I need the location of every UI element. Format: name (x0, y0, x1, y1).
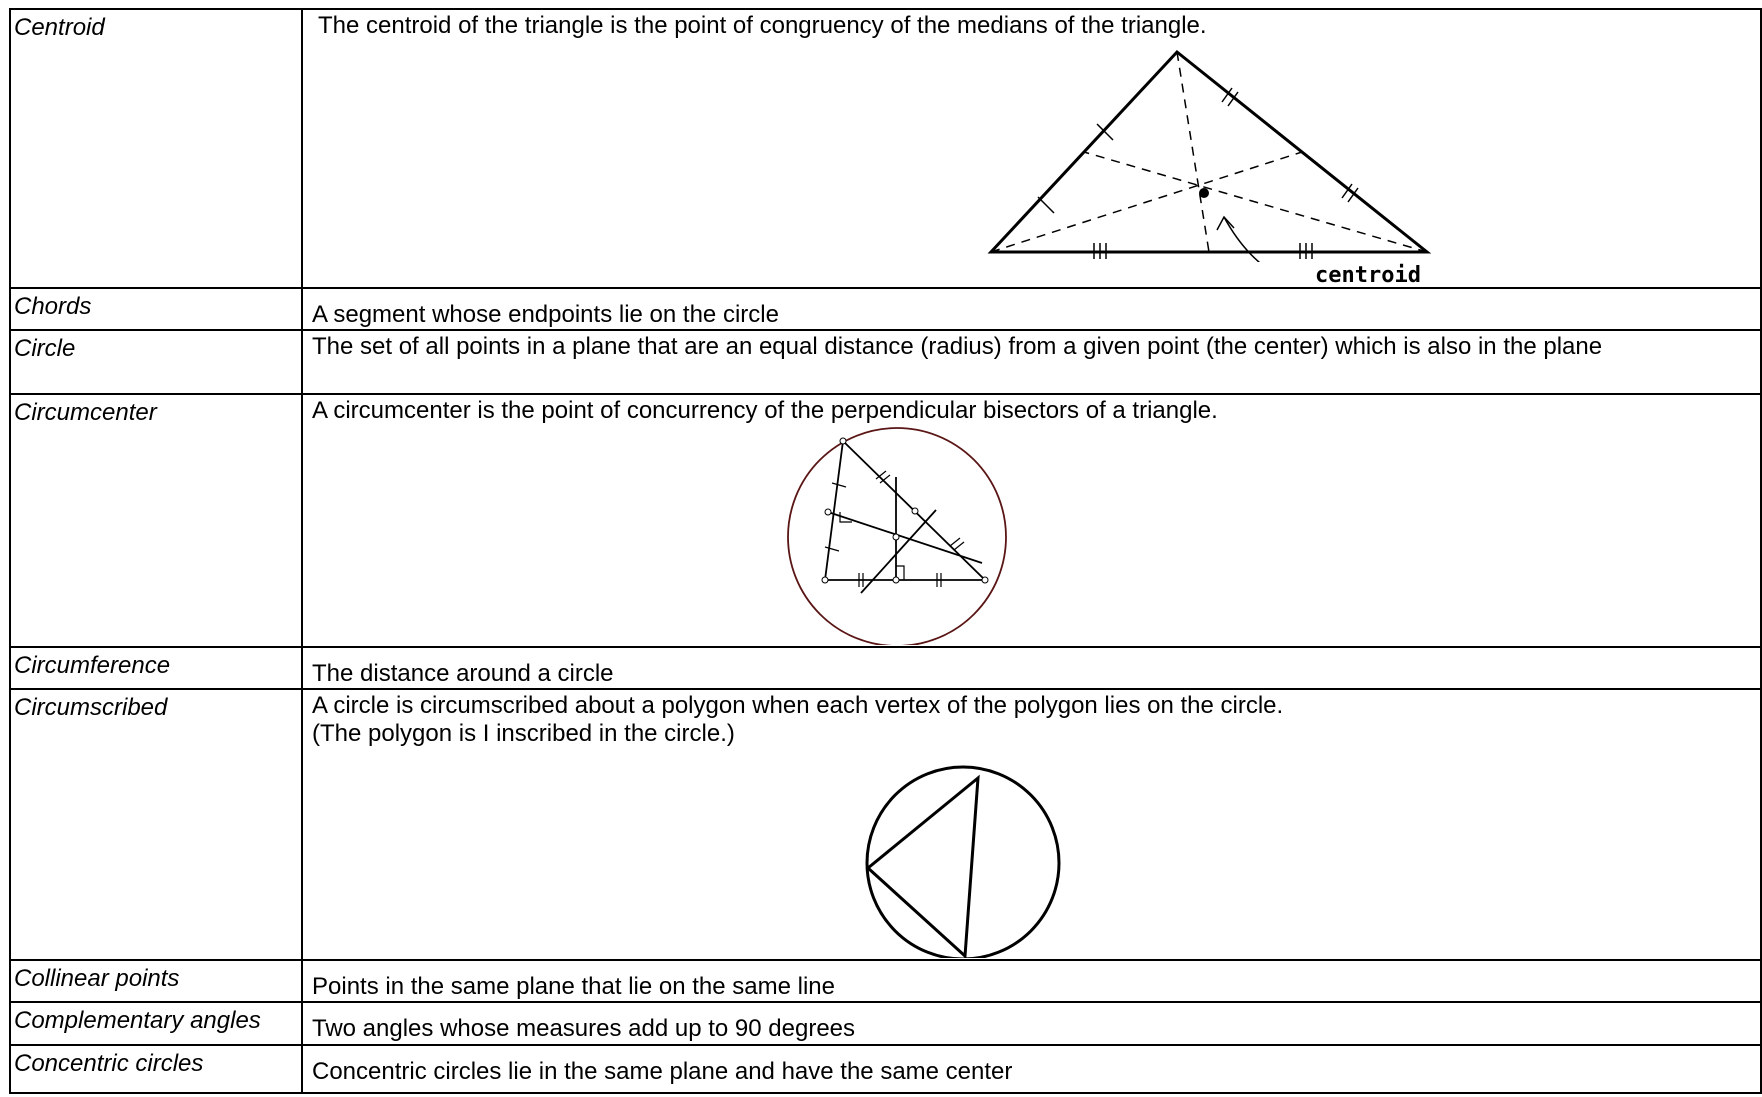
definition-concentric-circles: Concentric circles lie in the same plane… (312, 1058, 1013, 1085)
definition-cell: The set of all points in a plane that ar… (302, 330, 1762, 395)
definition-cell: A circle is circumscribed about a polygo… (302, 689, 1762, 961)
term-complementary-angles: Complementary angles (14, 1007, 261, 1034)
definition-cell: Concentric circles lie in the same plane… (302, 1045, 1762, 1094)
glossary-table: Centroid The centroid of the triangle is… (9, 8, 1762, 1094)
circumscribed-figure (312, 748, 1759, 958)
definition-cell: A segment whose endpoints lie on the cir… (302, 288, 1762, 331)
term-cell: Chords (10, 288, 303, 331)
definition-chords: A segment whose endpoints lie on the cir… (312, 301, 779, 328)
term-cell: Circle (10, 330, 303, 395)
term-cell: Collinear points (10, 960, 303, 1003)
centroid-label: centroid (1315, 263, 1421, 288)
definition-circle: The set of all points in a plane that ar… (312, 333, 1603, 360)
table-row: Complementary angles Two angles whose me… (10, 1002, 1762, 1046)
term-cell: Circumscribed (10, 689, 303, 961)
table-row: Collinear points Points in the same plan… (10, 960, 1762, 1003)
term-concentric-circles: Concentric circles (14, 1050, 204, 1077)
definition-circumference: The distance around a circle (312, 660, 614, 687)
term-circle: Circle (14, 335, 76, 362)
term-circumscribed: Circumscribed (14, 694, 168, 721)
table-row: Circle The set of all points in a plane … (10, 330, 1762, 395)
definition-cell: The centroid of the triangle is the poin… (302, 9, 1762, 289)
definition-cell: The distance around a circle (302, 647, 1762, 690)
definition-centroid: The centroid of the triangle is the poin… (318, 12, 1207, 39)
definition-cell: Points in the same plane that lie on the… (302, 960, 1762, 1003)
term-circumcenter: Circumcenter (14, 399, 157, 426)
definition-circumcenter: A circumcenter is the point of concurren… (312, 397, 1218, 424)
definition-circumscribed-line2: (The polygon is I inscribed in the circl… (312, 720, 735, 747)
definition-complementary-angles: Two angles whose measures add up to 90 d… (312, 1015, 856, 1042)
definition-cell: Two angles whose measures add up to 90 d… (302, 1002, 1762, 1046)
term-circumference: Circumference (14, 652, 171, 679)
term-cell: Centroid (10, 9, 303, 289)
centroid-figure: centroid (312, 40, 1759, 286)
definition-circumscribed: A circle is circumscribed about a polygo… (312, 692, 1284, 719)
term-cell: Concentric circles (10, 1045, 303, 1094)
triangle-medians-diagram-icon (987, 49, 1432, 262)
circumscribed-triangle-bisectors-diagram-icon (787, 427, 1007, 645)
table-row: Centroid The centroid of the triangle is… (10, 9, 1762, 289)
table-row: Concentric circles Concentric circles li… (10, 1045, 1762, 1094)
circumcenter-figure (312, 425, 1759, 645)
term-centroid: Centroid (14, 14, 105, 41)
table-row: Circumscribed A circle is circumscribed … (10, 689, 1762, 961)
inscribed-triangle-in-circle-diagram-icon (865, 765, 1061, 958)
table-row: Circumference The distance around a circ… (10, 647, 1762, 690)
term-cell: Circumference (10, 647, 303, 690)
term-cell: Circumcenter (10, 394, 303, 648)
term-cell: Complementary angles (10, 1002, 303, 1046)
definition-cell: A circumcenter is the point of concurren… (302, 394, 1762, 648)
table-row: Chords A segment whose endpoints lie on … (10, 288, 1762, 331)
table-row: Circumcenter A circumcenter is the point… (10, 394, 1762, 648)
term-collinear-points: Collinear points (14, 965, 180, 992)
definition-collinear-points: Points in the same plane that lie on the… (312, 973, 835, 1000)
term-chords: Chords (14, 293, 92, 320)
